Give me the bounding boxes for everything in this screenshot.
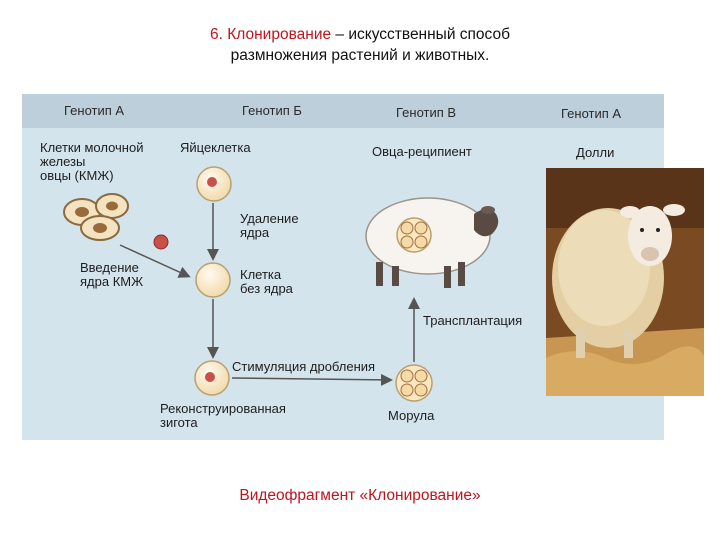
arrow-nucleus-insertion (119, 244, 191, 278)
title-topic: 6. Клонирование (210, 26, 332, 43)
label-recipient-sheep: Овца-реципиент (372, 144, 472, 159)
genotype-header-v: Генотип В (396, 105, 457, 120)
mammary-cells-icon (63, 193, 129, 241)
dolly-photo (546, 168, 704, 396)
label-egg-cell: Яйцеклетка (180, 140, 251, 155)
label-transplantation: Трансплантация (423, 313, 523, 328)
title-line-2: размножения растений и животных. (230, 47, 490, 64)
video-fragment-link[interactable]: Видеофрагмент «Клонирование» (239, 487, 481, 504)
enucleated-cell-icon (195, 262, 231, 298)
morula-icon (395, 364, 433, 402)
genotype-header-a2: Генотип А (561, 106, 622, 121)
label-mammary-cells: Клетки молочной железы овцы (КМЖ) (40, 140, 144, 183)
genotype-header-a1: Генотип А (64, 103, 125, 118)
label-nucleus-insertion: Введение ядра КМЖ (80, 260, 144, 289)
label-reconstructed-zygote: Реконструированная зигота (160, 401, 286, 430)
label-enucleated-cell: Клетка без ядра (240, 267, 293, 296)
isolated-nucleus-icon (153, 234, 169, 250)
label-morula: Морула (388, 408, 435, 423)
reconstructed-zygote-icon (194, 360, 230, 396)
label-nucleus-removal: Удаление ядра (240, 211, 299, 240)
label-dolly: Долли (576, 145, 615, 160)
slide-title: 6. Клонирование – искусственный способ р… (0, 24, 720, 66)
genotype-header-band (22, 94, 664, 128)
genotype-header-b: Генотип Б (242, 103, 302, 118)
arrow-zygote-to-morula (231, 373, 393, 386)
recipient-sheep-icon (365, 197, 499, 288)
label-cleavage-stimulation: Стимуляция дробления (232, 359, 376, 374)
egg-cell-icon (196, 166, 232, 202)
title-rest: – искусственный способ (331, 26, 510, 43)
dolly-sheep-image (546, 168, 704, 396)
